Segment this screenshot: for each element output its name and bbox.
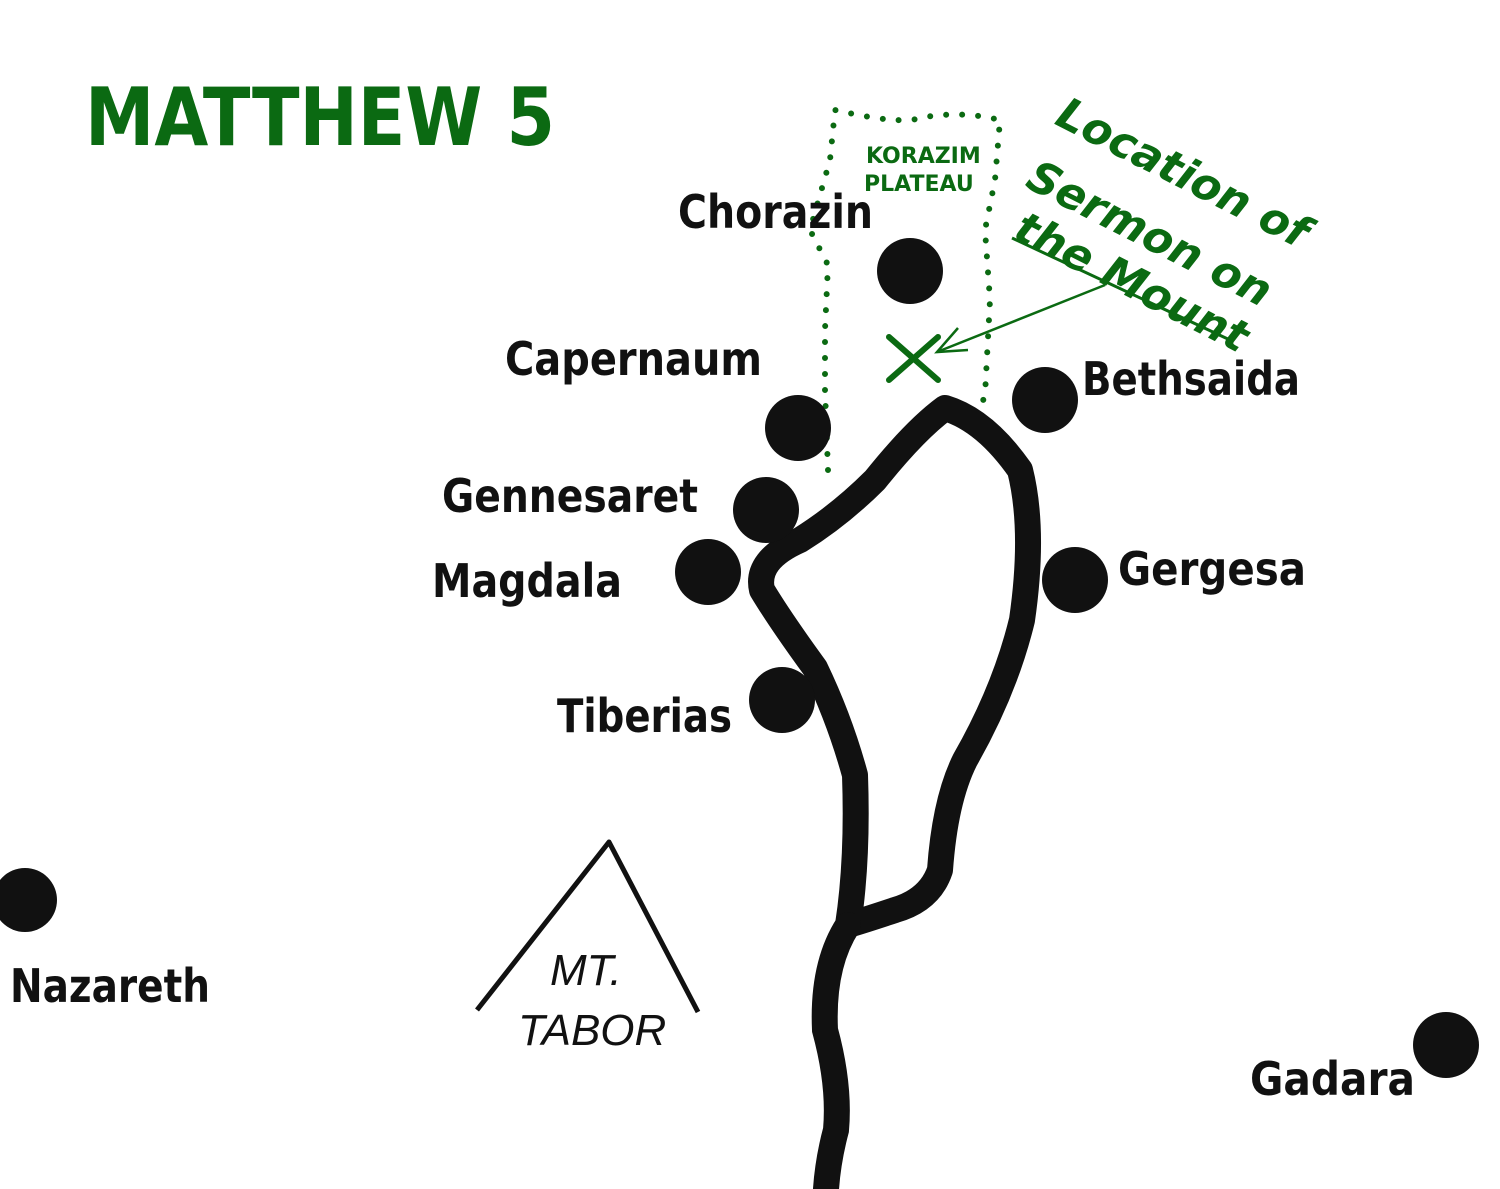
- city-label-capernaum: Capernaum: [505, 332, 762, 386]
- city-dot-magdala: [675, 539, 741, 605]
- city-label-gadara: Gadara: [1250, 1052, 1415, 1106]
- city-dot-gadara: [1413, 1012, 1479, 1078]
- mountain-label-line1: MT.: [550, 946, 622, 995]
- jordan-river: [811, 912, 861, 1189]
- annotation-underline: [1011, 236, 1231, 342]
- city-label-magdala: Magdala: [432, 554, 622, 608]
- city-label-bethsaida: Bethsaida: [1082, 352, 1300, 406]
- x-mark-icon: [886, 334, 941, 383]
- mountain-label-line2: TABOR: [518, 1006, 666, 1055]
- mountain-icon: [475, 839, 701, 1014]
- map-title: MATTHEW 5: [85, 71, 555, 164]
- plateau-label-line2: PLATEAU: [864, 172, 974, 197]
- city-label-gergesa: Gergesa: [1118, 542, 1306, 596]
- city-label-chorazin: Chorazin: [678, 185, 873, 239]
- city-dot-gennesaret: [733, 477, 799, 543]
- arrow-icon: [934, 283, 1106, 354]
- city-label-tiberias: Tiberias: [557, 689, 732, 743]
- city-dot-tiberias: [749, 667, 815, 733]
- city-dot-bethsaida: [1012, 367, 1078, 433]
- city-dot-gergesa: [1042, 547, 1108, 613]
- plateau-label-line1: KORAZIM: [866, 144, 981, 169]
- city-dot-capernaum: [765, 395, 831, 461]
- city-label-gennesaret: Gennesaret: [442, 469, 698, 523]
- city-dot-chorazin: [877, 238, 943, 304]
- sea-of-galilee-shore: [748, 395, 1042, 938]
- city-dot-nazareth: [0, 868, 57, 932]
- city-label-nazareth: Nazareth: [10, 959, 210, 1013]
